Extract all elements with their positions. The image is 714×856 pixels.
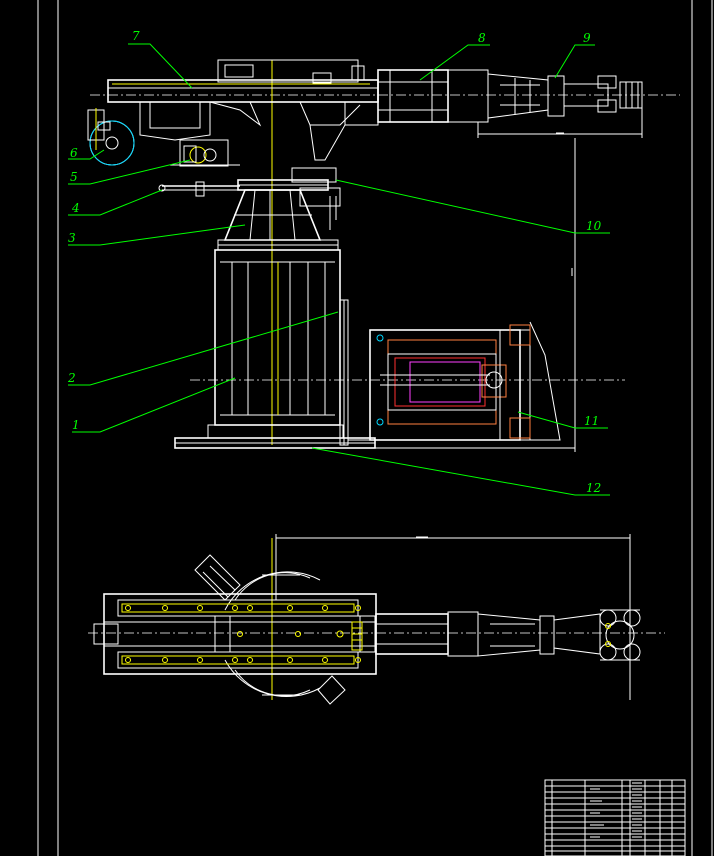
title-block (544, 779, 686, 856)
callout-11: 11 (584, 414, 599, 428)
callout-leaders (68, 43, 610, 496)
callout-8: 8 (478, 31, 486, 45)
callout-4: 4 (71, 201, 80, 215)
callout-12: 12 (586, 481, 601, 495)
callout-3: 3 (68, 231, 76, 245)
callout-10: 10 (586, 219, 602, 233)
callout-9: 9 (583, 31, 591, 45)
bolt-holes (125, 605, 361, 663)
gripper-plan (599, 609, 641, 661)
callout-1: 1 (72, 418, 80, 432)
callout-2: 2 (67, 371, 76, 385)
cylinder-top-left (194, 554, 241, 601)
callout-7: 7 (132, 29, 140, 43)
front-view (87, 59, 680, 452)
callout-5: 5 (70, 170, 78, 184)
callout-labels: 1 2 3 4 5 6 7 8 9 10 11 12 (67, 29, 602, 495)
drawing-frame (37, 0, 713, 856)
top-view (88, 534, 665, 705)
callout-6: 6 (70, 146, 78, 160)
